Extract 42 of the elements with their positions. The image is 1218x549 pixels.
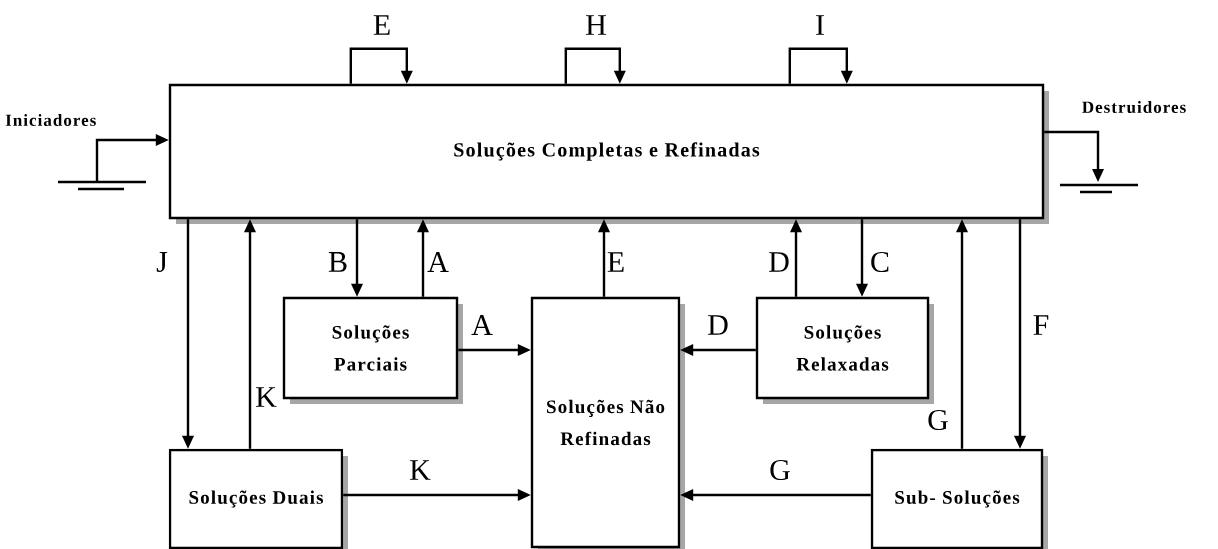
edge-label: C [871, 251, 889, 273]
edge-label: A [471, 315, 493, 335]
edge-label: G [928, 409, 948, 431]
terminal-label: Iniciadores [5, 114, 96, 126]
edge-label: K [256, 387, 277, 407]
arrow [1014, 219, 1026, 449]
edge-label: G [770, 459, 790, 481]
edge-label: H [586, 15, 606, 35]
edge-label: A [427, 252, 449, 272]
arrow [458, 344, 531, 356]
arrow [182, 219, 194, 449]
edge-label: J [156, 252, 168, 272]
arrow [956, 219, 968, 449]
main-box: Soluções Completas e Refinadas [168, 83, 1049, 224]
edge-label: D [708, 315, 728, 335]
arrow [343, 489, 531, 501]
edge-label: F [1033, 315, 1049, 335]
arrow [790, 219, 802, 297]
edge-label: D [769, 252, 789, 272]
process-box: Soluções Parciais [282, 296, 463, 404]
arrow [1044, 130, 1104, 182]
process-box: Soluções Relaxadas [755, 296, 934, 404]
edge-label: E [607, 252, 624, 272]
edge-label: I [816, 15, 824, 35]
arrow [349, 47, 413, 84]
arrow [417, 219, 429, 297]
edge-label: K [410, 460, 431, 480]
arrow [598, 219, 610, 297]
arrow [95, 134, 169, 182]
arrow [680, 489, 871, 501]
arrow [351, 219, 363, 297]
process-box: Soluções Duais [168, 448, 348, 549]
process-box: Sub- Soluções [870, 448, 1048, 549]
arrow [788, 47, 853, 84]
arrow [244, 219, 256, 449]
edge-label: E [373, 15, 390, 35]
arrow [564, 47, 626, 84]
terminal-label: Destruidores [1082, 101, 1186, 113]
arrow [856, 219, 868, 297]
edge-label: B [328, 252, 347, 272]
arrow [680, 344, 756, 356]
process-box: Soluções Não Refinadas [530, 296, 685, 549]
